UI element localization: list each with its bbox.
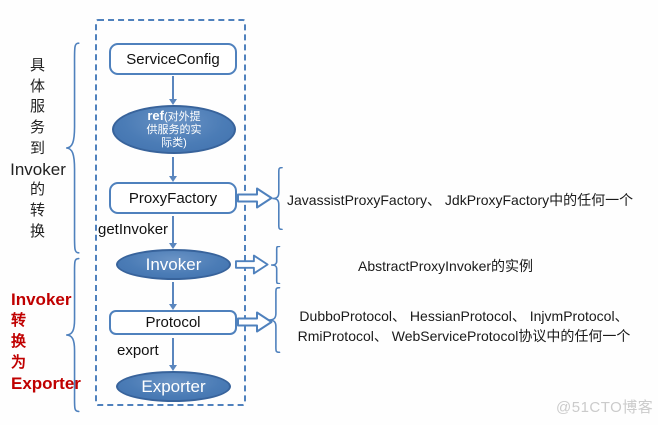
note-line: 换: [11, 333, 27, 350]
invoker-impl-note: AbstractProxyInvoker的实例: [358, 258, 534, 274]
note-line: 体: [29, 77, 46, 95]
service-config-label: ServiceConfig: [126, 50, 220, 68]
down-arrow: [169, 76, 177, 105]
left-note-service-to-invoker: 具 体 服 务 到 Invoker 的 转 换: [2, 56, 74, 242]
note-line: 服: [29, 98, 46, 116]
note-line: 的: [29, 181, 46, 199]
block-arrow-icon: [237, 187, 273, 209]
protocol-impls-line2: RmiProtocol、 WebServiceProtocol协议中的任何一个: [297, 328, 631, 344]
note-line: Invoker: [10, 159, 66, 179]
exporter-label: Exporter: [141, 376, 206, 396]
export-flow-dashed-box: [95, 19, 246, 406]
invoker-ellipse: Invoker: [116, 249, 231, 280]
curly-brace-icon: [270, 167, 286, 230]
export-label: export: [117, 342, 159, 359]
note-line: 转: [29, 201, 46, 219]
getinvoker-label: getInvoker: [98, 221, 169, 238]
down-arrow: [169, 157, 177, 182]
service-config-node: ServiceConfig: [109, 43, 237, 75]
protocol-impls-line1: DubboProtocol、 HessianProtocol、 InjvmPro…: [299, 308, 629, 324]
invoker-label: Invoker: [145, 254, 202, 274]
down-arrow: [169, 282, 177, 310]
note-line: Exporter: [11, 374, 81, 393]
block-arrow-icon: [235, 254, 269, 275]
protocol-impls-note: DubboProtocol、 HessianProtocol、 InjvmPro…: [272, 306, 656, 346]
watermark: @51CTO博客: [556, 399, 654, 416]
down-arrow: [169, 338, 177, 371]
ref-line2: 供服务的实: [146, 124, 202, 136]
curly-brace-icon: [269, 246, 283, 284]
note-line: 具: [29, 57, 46, 74]
ref-label: ref(对外提 供服务的实 际类): [147, 109, 202, 150]
note-line: 转: [11, 312, 27, 329]
note-line: Invoker: [11, 290, 72, 309]
ref-bold-text: ref: [147, 108, 164, 123]
protocol-label: Protocol: [145, 314, 201, 331]
left-note-invoker-to-exporter: Invoker 转 换 为 Exporter: [11, 289, 91, 394]
protocol-node: Protocol: [109, 310, 237, 335]
curly-brace-icon: [266, 287, 284, 353]
ref-ellipse: ref(对外提 供服务的实 际类): [112, 105, 236, 154]
note-line: 到: [29, 139, 46, 157]
curly-brace-icon: [63, 257, 84, 413]
proxy-factory-label: ProxyFactory: [128, 189, 218, 207]
note-line: 务: [29, 119, 46, 137]
ref-line1: (对外提: [163, 111, 201, 123]
note-line: 换: [29, 222, 46, 240]
down-arrow: [169, 216, 177, 249]
proxy-factory-node: ProxyFactory: [109, 182, 237, 214]
proxyfactory-impls-note: JavassistProxyFactory、 JdkProxyFactory中的…: [287, 192, 634, 208]
note-line: 为: [11, 354, 27, 371]
block-arrow-icon: [237, 311, 273, 333]
exporter-ellipse: Exporter: [116, 371, 231, 402]
ref-line3: 际类): [161, 137, 187, 149]
curly-brace-icon: [63, 41, 84, 255]
